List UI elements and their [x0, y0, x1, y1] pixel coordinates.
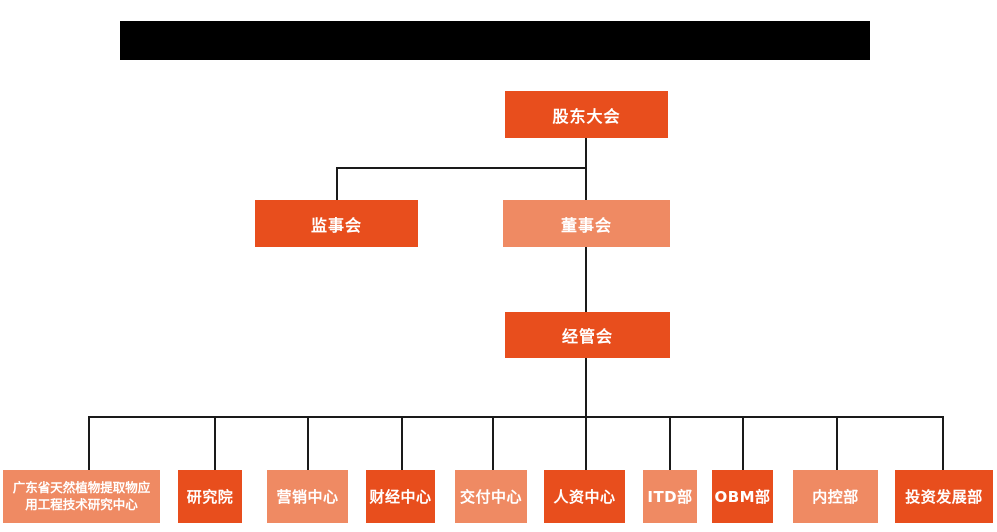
connector-board-to-management: [585, 247, 587, 312]
connector-drop-marketing: [307, 416, 309, 470]
org-node-finance-center: 财经中心: [366, 470, 435, 523]
connector-drop-obm: [742, 416, 744, 470]
connector-management-down: [585, 358, 587, 417]
connector-drop-investment: [942, 416, 944, 470]
org-node-marketing-center: 营销中心: [267, 470, 348, 523]
org-node-hr-center: 人资中心: [544, 470, 625, 523]
connector-level2-horizontal: [336, 167, 587, 169]
org-node-investment-dev-dept: 投资发展部: [895, 470, 993, 523]
org-node-research-center: 广东省天然植物提取物应用工程技术研究中心: [3, 470, 160, 523]
org-node-shareholders-meeting: 股东大会: [505, 91, 668, 138]
redacted-title-bar: [120, 21, 870, 60]
org-node-obm-department: OBM部: [712, 470, 773, 523]
connector-shareholders-down: [585, 138, 587, 200]
org-node-board-of-directors: 董事会: [503, 200, 670, 247]
org-node-internal-control-dept: 内控部: [793, 470, 878, 523]
connector-drop-internal-control: [836, 416, 838, 470]
connector-drop-research-center: [88, 416, 90, 470]
org-node-management-committee: 经管会: [505, 312, 670, 358]
org-node-delivery-center: 交付中心: [455, 470, 527, 523]
org-node-itd-department: ITD部: [643, 470, 697, 523]
org-node-research-academy: 研究院: [178, 470, 242, 523]
connector-drop-hr: [585, 416, 587, 470]
connector-drop-finance: [401, 416, 403, 470]
connector-bottom-horizontal: [88, 416, 944, 418]
connector-drop-delivery: [492, 416, 494, 470]
connector-supervisory-drop: [336, 167, 338, 200]
connector-drop-academy: [214, 416, 216, 470]
connector-drop-itd: [669, 416, 671, 470]
org-node-supervisory-board: 监事会: [255, 200, 418, 247]
